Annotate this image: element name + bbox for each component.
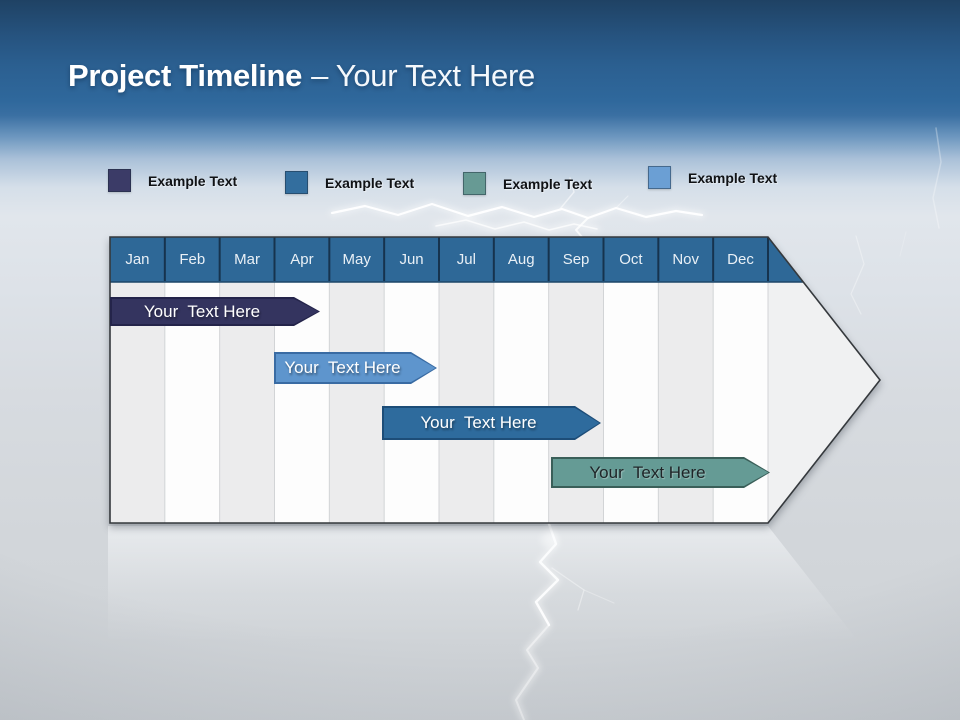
month-cell-nov: Nov <box>672 251 700 268</box>
legend-label: Example Text <box>688 169 778 186</box>
legend-label: Example Text <box>503 175 593 192</box>
legend-swatch-light-blue <box>648 166 671 189</box>
timeline-arrow-chart: Jan Feb Mar Apr May Jun Jul Aug Sep Oct … <box>108 236 888 528</box>
month-cell-mar: Mar <box>234 251 260 268</box>
month-cell-dec: Dec <box>727 251 754 268</box>
legend-item-4: Example Text <box>648 166 777 189</box>
task-bar-1: Your Text Here <box>110 297 320 326</box>
legend-swatch-steel-blue <box>285 171 308 194</box>
title-subtitle-text: – Your Text Here <box>311 58 535 93</box>
legend-swatch-navy <box>108 169 131 192</box>
month-cell-sep: Sep <box>562 251 590 268</box>
month-cell-may: May <box>342 251 371 268</box>
task-bar-1-fill <box>112 299 319 325</box>
task-bar-2-fill <box>276 354 436 383</box>
legend-label: Example Text <box>148 172 238 189</box>
month-cell-apr: Apr <box>290 251 314 268</box>
month-cell-oct: Oct <box>619 251 643 268</box>
task-bar-3-fill <box>384 408 600 439</box>
task-bar-2: Your Text Here <box>274 352 437 384</box>
legend-label: Example Text <box>325 174 415 191</box>
legend-item-3: Example Text <box>463 172 592 195</box>
month-cell-aug: Aug <box>507 251 535 268</box>
month-cell-feb: Feb <box>179 251 206 268</box>
month-cell-jul: Jul <box>456 251 476 268</box>
task-bar-3: Your Text Here <box>382 406 601 440</box>
timeline-reflection <box>108 526 880 676</box>
title-bold-text: Project Timeline <box>68 58 303 93</box>
legend-item-1: Example Text <box>108 169 237 192</box>
task-bar-label: Your Text Here <box>284 358 401 377</box>
month-header-row: Jan Feb Mar Apr May Jun Jul Aug Sep Oct … <box>110 237 768 282</box>
task-bar-4: Your Text Here <box>551 457 770 488</box>
task-bar-4-fill <box>553 459 769 487</box>
task-bar-label: Your Text Here <box>143 301 261 321</box>
legend-swatch-teal <box>463 172 486 195</box>
task-bar-label: Your Text Here <box>420 413 537 432</box>
month-cell-jan: Jan <box>125 251 150 268</box>
task-bar-label: Your Text Here <box>589 462 706 482</box>
legend-item-2: Example Text <box>285 171 414 194</box>
month-cell-jun: Jun <box>399 251 424 268</box>
page-title: Project Timeline– Your Text Here <box>68 58 535 94</box>
